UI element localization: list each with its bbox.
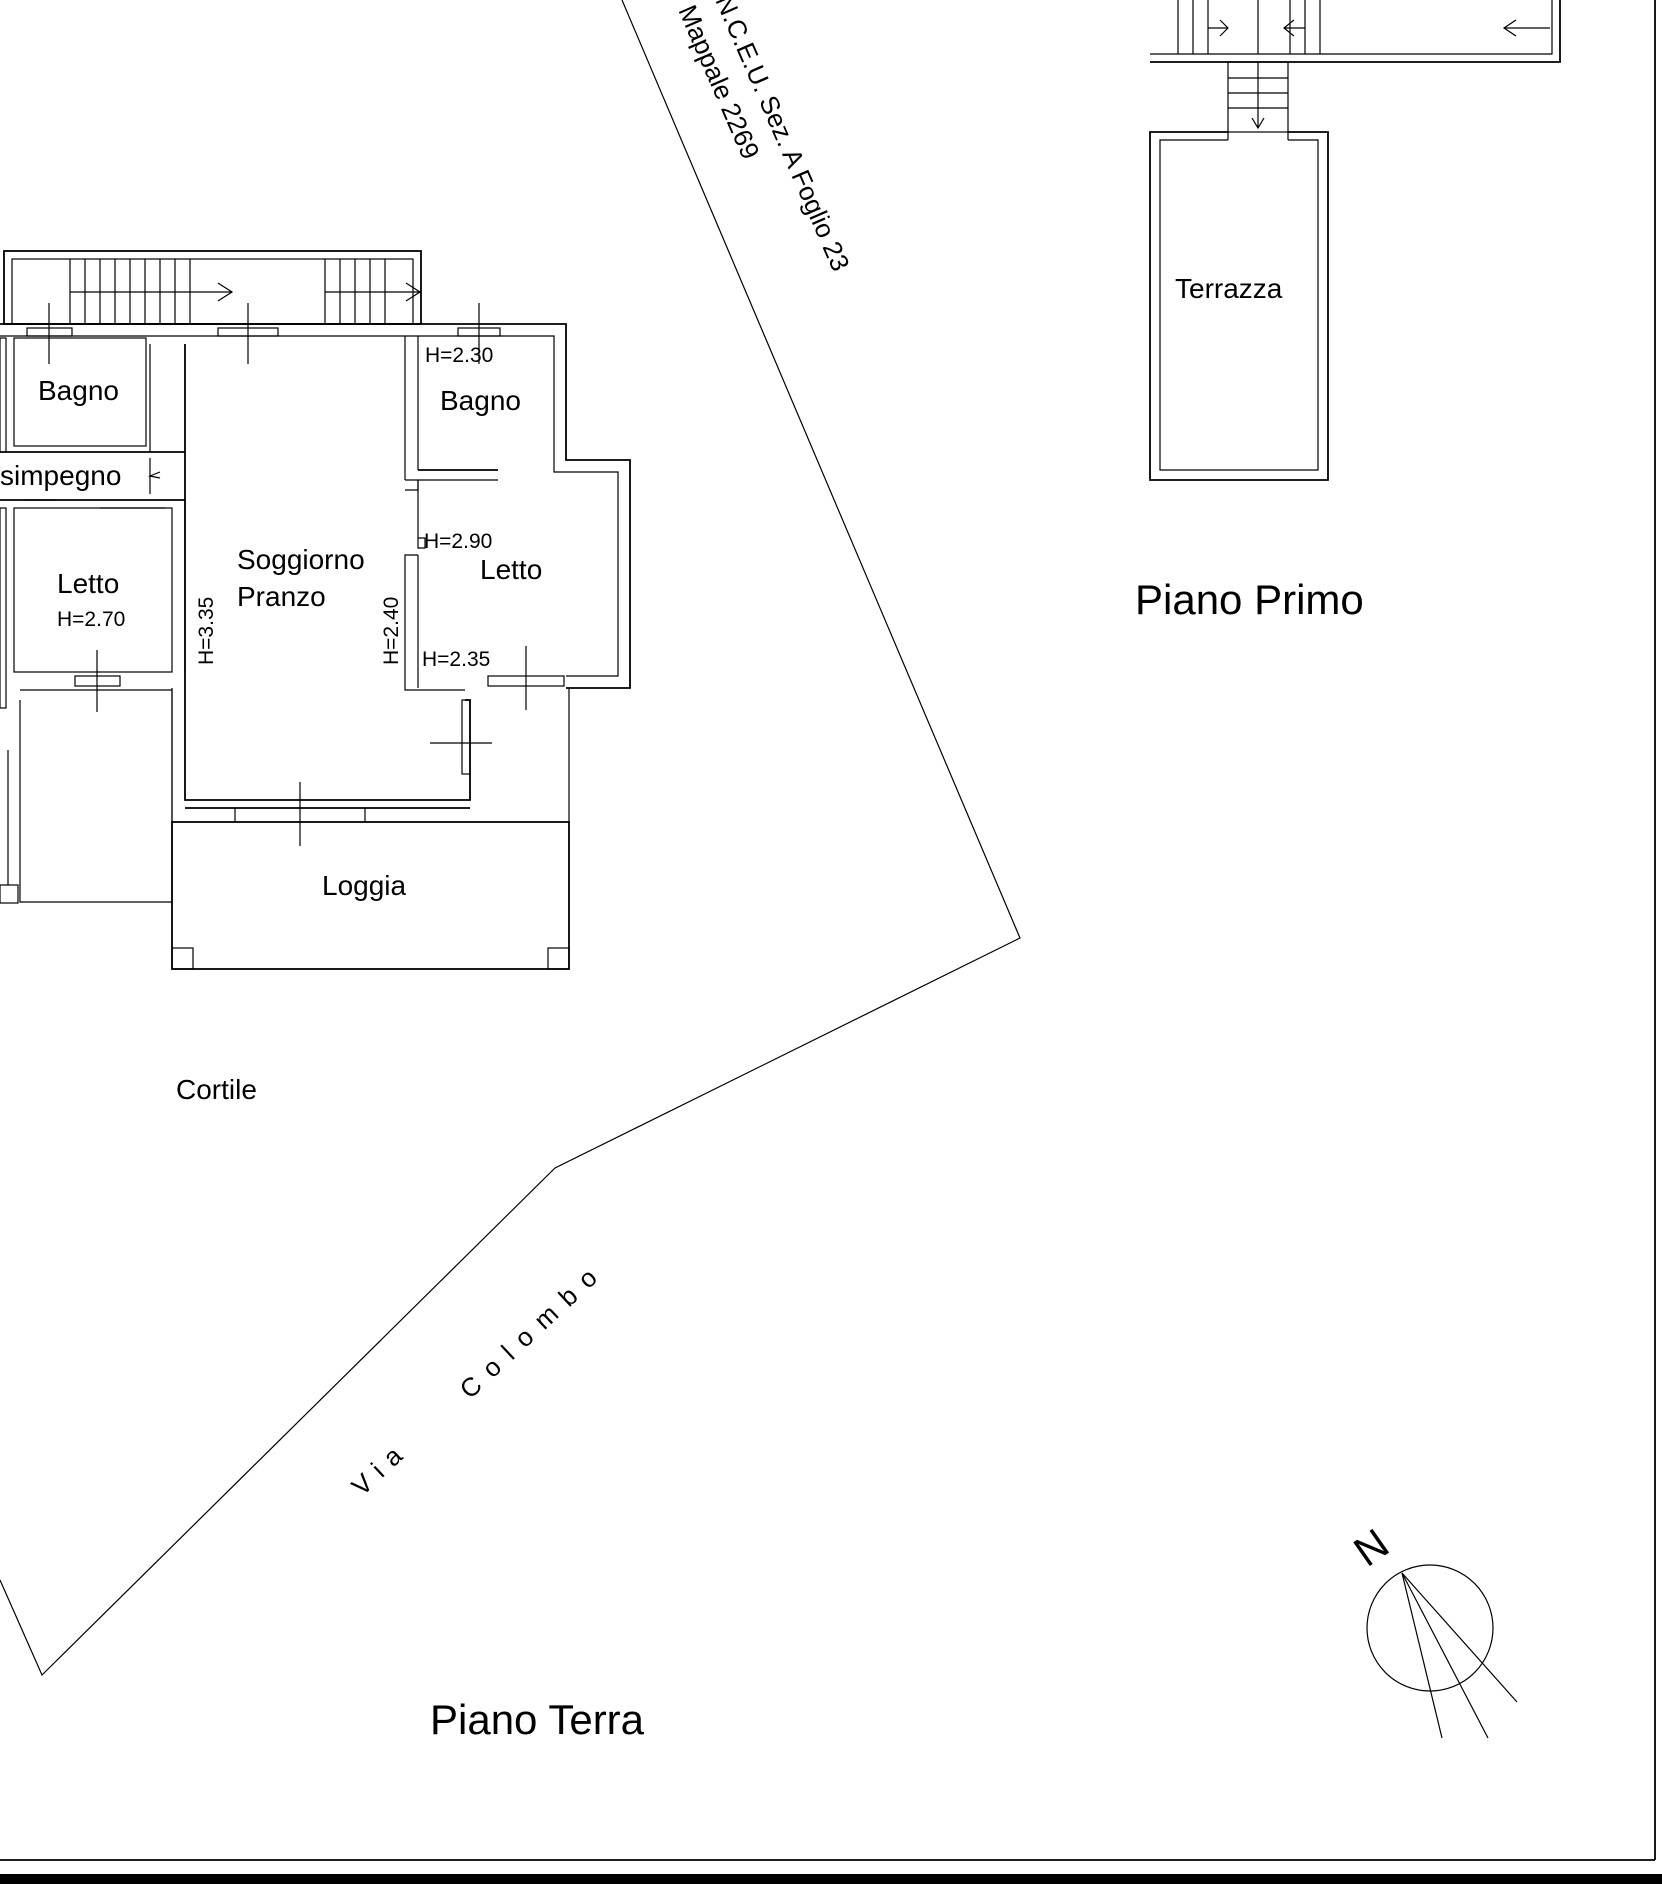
street-name-colombo: Colombo — [454, 1254, 612, 1404]
height-label-letto-left: H=2.70 — [57, 608, 125, 631]
room-label-terrazza: Terrazza — [1175, 273, 1283, 304]
first-floor-plan — [1149, 0, 1561, 481]
area-label-cortile: Cortile — [176, 1074, 257, 1105]
north-label: N — [1345, 1519, 1397, 1575]
room-label-disimpegno: simpegno — [0, 460, 121, 491]
height-label-bagno-right: H=2.30 — [425, 344, 493, 367]
height-label-letto-right-bottom: H=2.35 — [422, 648, 490, 671]
floor-title-ground: Piano Terra — [430, 1696, 645, 1743]
floor-title-first: Piano Primo — [1135, 576, 1364, 623]
height-label-letto-right-top: H=2.90 — [424, 530, 492, 553]
ground-floor-plan — [0, 250, 631, 970]
property-boundary — [0, 0, 1021, 1677]
height-label-soggiorno: H=3.35 — [195, 597, 218, 665]
room-label-soggiorno: Soggiorno — [237, 544, 365, 575]
height-label-soggiorno-right: H=2.40 — [380, 597, 403, 665]
room-label-loggia: Loggia — [322, 870, 407, 901]
north-arrow-icon — [1366, 1564, 1518, 1739]
room-label-pranzo: Pranzo — [237, 581, 326, 612]
room-label-letto-left: Letto — [57, 568, 119, 599]
room-label-bagno-right: Bagno — [440, 385, 521, 416]
room-label-letto-right: Letto — [480, 554, 542, 585]
street-name-via: Via — [346, 1434, 416, 1502]
room-label-bagno-left: Bagno — [38, 375, 119, 406]
